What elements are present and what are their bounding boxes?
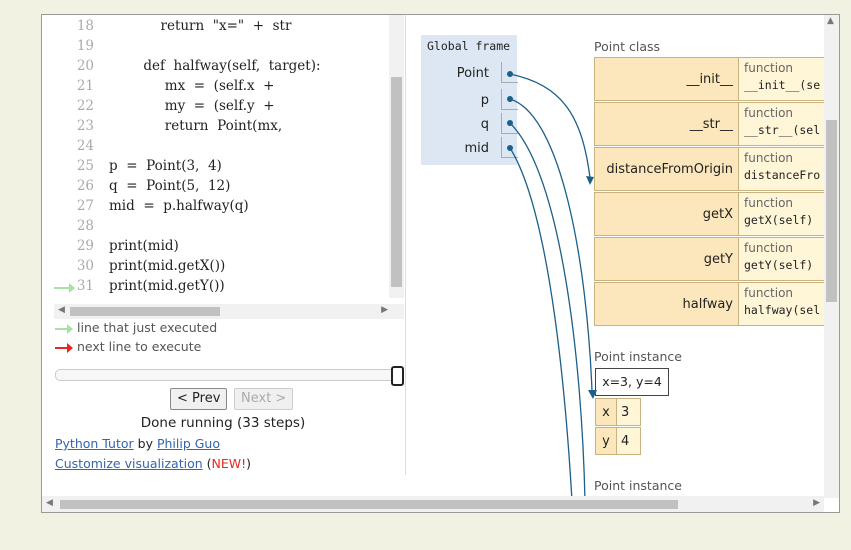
green-arrow-icon bbox=[55, 323, 73, 334]
code-horizontal-scrollbar[interactable]: ◀ ▶ bbox=[54, 304, 404, 319]
pointer-slot bbox=[501, 113, 518, 134]
instance-repr: x=3, y=4 bbox=[595, 368, 669, 396]
legend-next-line: next line to execute bbox=[55, 339, 201, 354]
legend-just-executed: line that just executed bbox=[55, 320, 217, 335]
slider-handle[interactable] bbox=[391, 366, 404, 386]
scroll-right-icon[interactable]: ▶ bbox=[813, 498, 820, 508]
pointer-dot bbox=[507, 145, 513, 151]
customize-link[interactable]: Customize visualization bbox=[55, 456, 203, 471]
pointer-arrow-p bbox=[509, 98, 593, 392]
pointer-arrows bbox=[507, 71, 597, 502]
pointer-arrow-point bbox=[509, 73, 591, 179]
pointer-slot bbox=[501, 62, 518, 83]
var-q: q bbox=[480, 117, 489, 132]
point-class-label: Point class bbox=[594, 39, 661, 54]
pointer-slot bbox=[501, 137, 518, 158]
scrollbar-thumb[interactable] bbox=[60, 500, 678, 509]
global-frame: Global frame Point p q mid bbox=[421, 35, 518, 165]
scroll-left-icon[interactable]: ◀ bbox=[46, 498, 53, 508]
credit-line: Python Tutor by Philip Guo bbox=[55, 436, 220, 451]
red-arrow-icon bbox=[55, 342, 73, 353]
code-pane: 18 return "x=" + str 19 20 def halfway(s… bbox=[54, 15, 402, 297]
pointer-dot bbox=[507, 96, 513, 102]
var-mid: mid bbox=[464, 141, 489, 156]
next-button[interactable]: Next > bbox=[234, 388, 294, 410]
viz-vertical-scrollbar[interactable]: ▲ bbox=[824, 15, 839, 498]
scroll-left-icon[interactable]: ◀ bbox=[58, 305, 65, 315]
pane-divider bbox=[405, 15, 406, 475]
customize-line: Customize visualization (NEW!) bbox=[55, 456, 252, 471]
class-member-row: __init__function__init__(se bbox=[594, 57, 834, 102]
viz-horizontal-scrollbar[interactable]: ◀ ▶ bbox=[42, 496, 824, 512]
scroll-right-icon[interactable]: ▶ bbox=[381, 305, 388, 315]
var-p: p bbox=[480, 93, 489, 108]
visualizer-frame: 18 return "x=" + str 19 20 def halfway(s… bbox=[41, 14, 840, 513]
arrowhead bbox=[586, 176, 594, 185]
prev-button[interactable]: < Prev bbox=[170, 388, 228, 410]
var-point: Point bbox=[456, 66, 489, 81]
pointer-dot bbox=[507, 120, 513, 126]
pointer-arrow-mid bbox=[509, 147, 573, 502]
code-vertical-scrollbar[interactable] bbox=[389, 15, 404, 298]
class-member-row: __str__function__str__(sel bbox=[594, 102, 834, 147]
scrollbar-thumb[interactable] bbox=[826, 120, 837, 302]
global-frame-title: Global frame bbox=[427, 39, 511, 53]
pointer-arrow-q bbox=[509, 122, 586, 502]
pointer-dot bbox=[507, 71, 513, 77]
point-instance-label-2: Point instance bbox=[594, 478, 682, 493]
author-link[interactable]: Philip Guo bbox=[156, 436, 220, 451]
arrowhead bbox=[588, 390, 597, 399]
new-badge: NEW! bbox=[211, 456, 247, 471]
scrollbar-thumb[interactable] bbox=[391, 77, 402, 287]
scroll-up-icon[interactable]: ▲ bbox=[827, 16, 834, 26]
point-instance-label: Point instance bbox=[594, 349, 682, 364]
scrollbar-thumb[interactable] bbox=[70, 307, 220, 316]
pointer-slot bbox=[501, 89, 518, 110]
point-class-table: __init__function__init__(se __str__funct… bbox=[594, 57, 834, 327]
just-executed-arrow-icon bbox=[54, 283, 75, 293]
python-tutor-link[interactable]: Python Tutor bbox=[55, 436, 134, 451]
run-status: Done running (33 steps) bbox=[140, 415, 306, 431]
